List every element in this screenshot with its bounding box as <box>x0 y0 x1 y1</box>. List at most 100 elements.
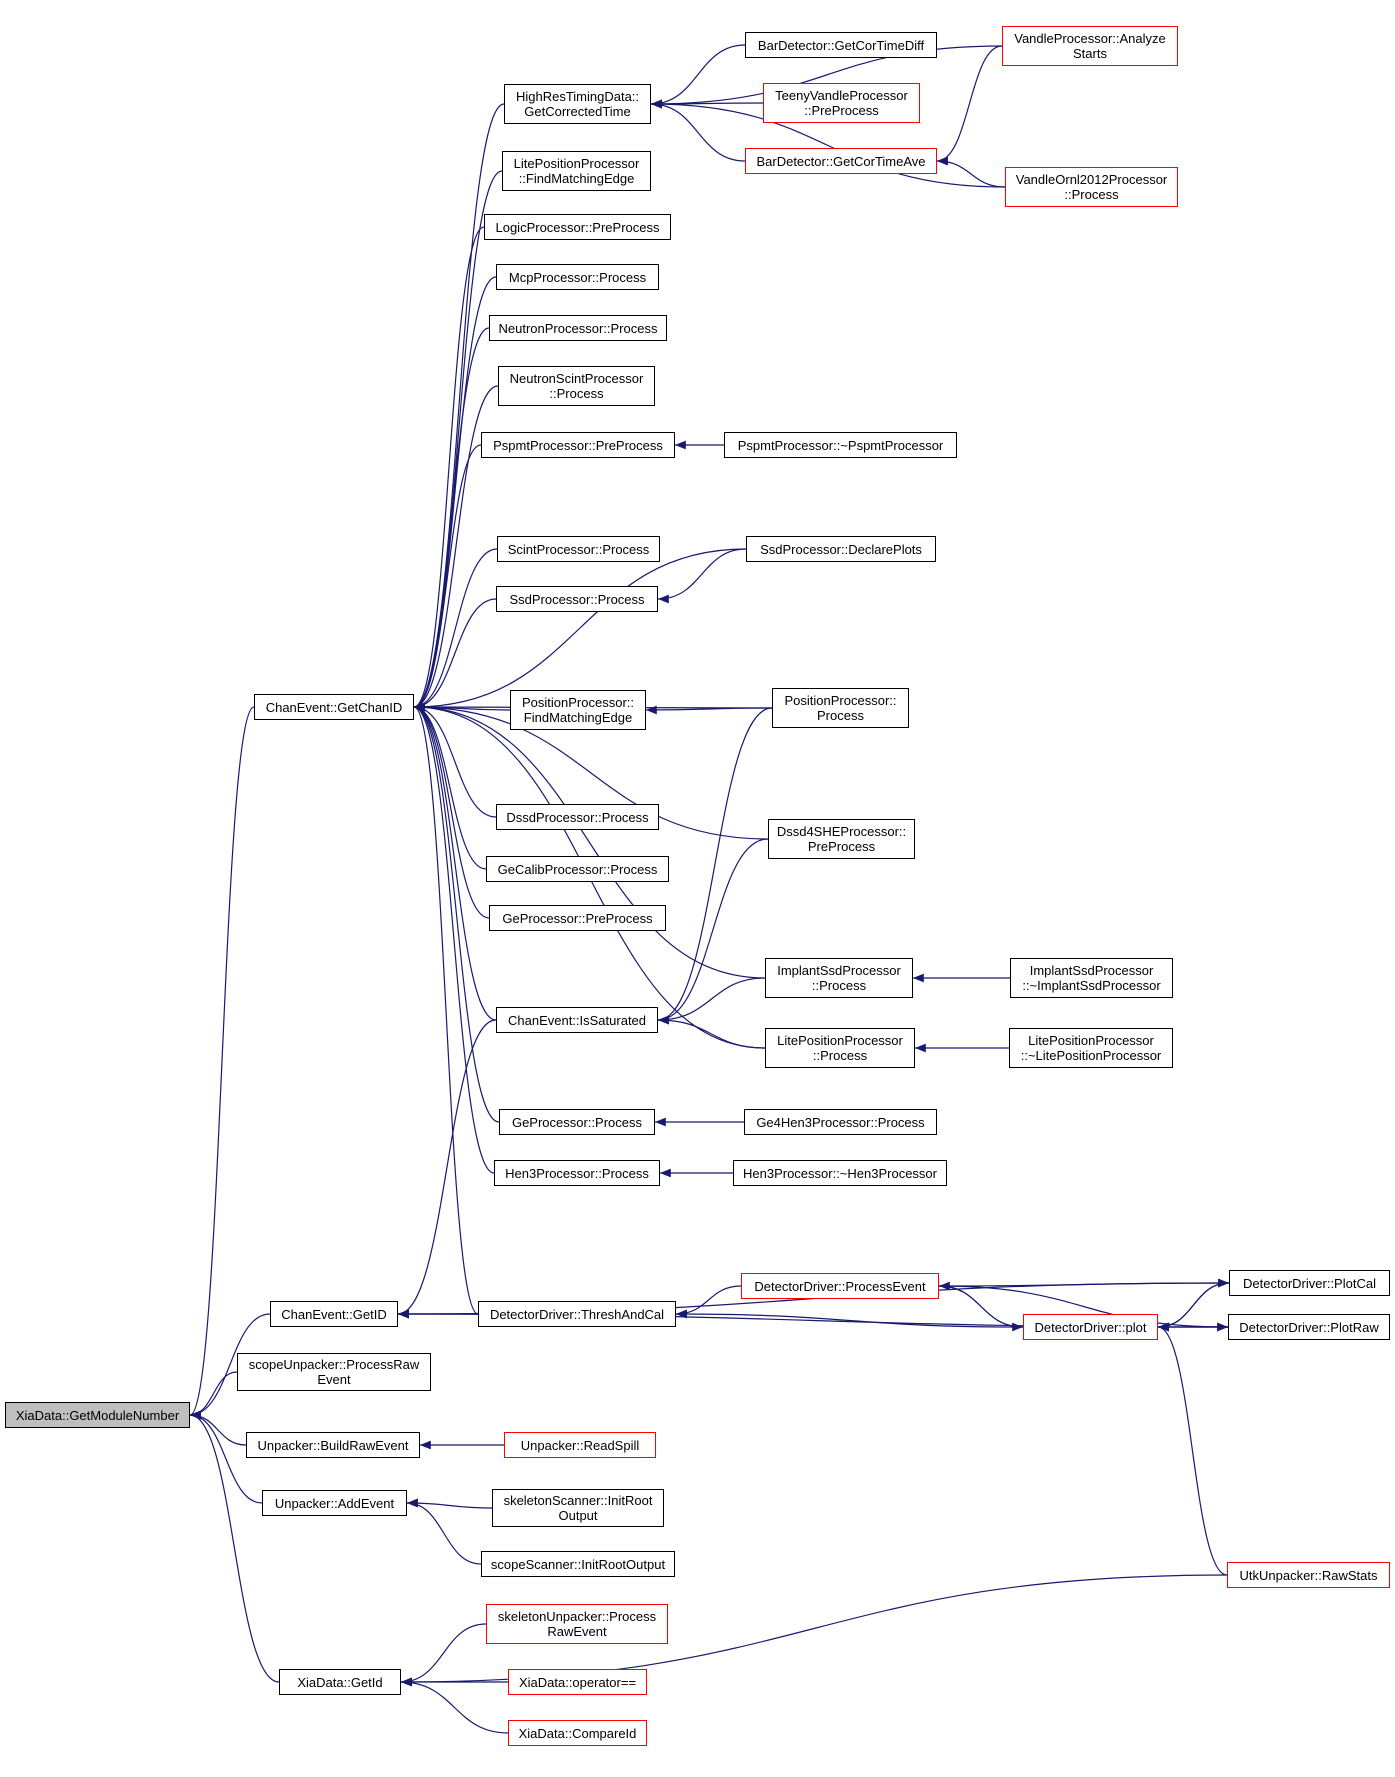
node-label-line: skeletonScanner::InitRoot <box>503 1493 653 1508</box>
node-ce-gid[interactable]: ChanEvent::GetID <box>270 1301 398 1327</box>
node-up-ae[interactable]: Unpacker::AddEvent <box>262 1490 407 1516</box>
node-dd-praw[interactable]: DetectorDriver::PlotRaw <box>1228 1314 1390 1340</box>
node-ge-pp[interactable]: GeProcessor::PreProcess <box>489 905 666 931</box>
node-label-line: PspmtProcessor::PreProcess <box>493 437 663 453</box>
edge-vo-p-to-hrtd <box>650 99 1006 188</box>
node-scint-p[interactable]: ScintProcessor::Process <box>497 536 660 562</box>
node-mcp-p[interactable]: McpProcessor::Process <box>496 264 659 290</box>
node-label-line: DetectorDriver::PlotRaw <box>1239 1319 1379 1335</box>
edge-pp-p-to-pp-fme <box>645 705 773 715</box>
node-isp-d[interactable]: ImplantSsdProcessor::~ImplantSsdProcesso… <box>1010 958 1173 998</box>
edge-isp-p-to-ce-is <box>657 977 766 1025</box>
node-lpp-p[interactable]: LitePositionProcessor::Process <box>765 1028 915 1068</box>
node-label-line: Starts <box>1073 46 1107 61</box>
node-hrtd[interactable]: HighResTimingData::GetCorrectedTime <box>504 84 651 124</box>
node-label-line: Output <box>558 1508 598 1523</box>
node-label-line: ImplantSsdProcessor <box>777 963 901 978</box>
edge-xd-gid-to-xd-gmn <box>189 1410 280 1683</box>
edge-ce-gid-to-xd-gmn <box>189 1313 271 1420</box>
node-label-line: DssdProcessor::Process <box>506 809 649 825</box>
edge-dd-tac-to-ce-gcid <box>413 702 479 1315</box>
edge-sks-iro-to-up-ae <box>406 1498 493 1509</box>
node-ssd-dp[interactable]: SsdProcessor::DeclarePlots <box>746 536 936 562</box>
node-label-line: PositionProcessor:: <box>784 693 897 708</box>
node-isp-p[interactable]: ImplantSsdProcessor::Process <box>765 958 913 998</box>
node-label-line: Ge4Hen3Processor::Process <box>756 1114 925 1130</box>
node-lpp-d[interactable]: LitePositionProcessor::~LitePositionProc… <box>1009 1028 1173 1068</box>
node-xd-gid[interactable]: XiaData::GetId <box>279 1669 401 1695</box>
node-hen3-d[interactable]: Hen3Processor::~Hen3Processor <box>733 1160 947 1186</box>
node-label-line: PositionProcessor:: <box>522 695 634 710</box>
node-xd-cid[interactable]: XiaData::CompareId <box>508 1720 647 1746</box>
node-dssd-p[interactable]: DssdProcessor::Process <box>496 804 659 830</box>
node-hen3-p[interactable]: Hen3Processor::Process <box>494 1160 660 1186</box>
edge-ssd-dp-to-ce-gcid <box>413 548 747 712</box>
node-vo-p[interactable]: VandleOrnl2012Processor::Process <box>1005 167 1178 207</box>
node-pspmt-pp[interactable]: PspmtProcessor::PreProcess <box>481 432 675 458</box>
node-nsp-p[interactable]: NeutronScintProcessor::Process <box>498 366 655 406</box>
node-ce-is[interactable]: ChanEvent::IsSaturated <box>496 1007 658 1033</box>
node-dd-pcal[interactable]: DetectorDriver::PlotCal <box>1229 1270 1390 1296</box>
edge-up-ae-to-xd-gmn <box>189 1410 263 1504</box>
node-up-rs[interactable]: Unpacker::ReadSpill <box>504 1432 656 1458</box>
node-label-line: ::~LitePositionProcessor <box>1020 1048 1162 1063</box>
edge-lpp-p-to-ce-is <box>657 1015 766 1049</box>
node-label-line: LitePositionProcessor <box>777 1033 903 1048</box>
node-lpp-fme[interactable]: LitePositionProcessor::FindMatchingEdge <box>502 151 651 191</box>
node-utk-rs[interactable]: UtkUnpacker::RawStats <box>1227 1562 1390 1588</box>
node-dd-plot[interactable]: DetectorDriver::plot <box>1023 1314 1158 1340</box>
node-ssd-p[interactable]: SsdProcessor::Process <box>496 586 658 612</box>
node-bd-gcta[interactable]: BarDetector::GetCorTimeAve <box>745 148 937 174</box>
node-label-line: Dssd4SHEProcessor:: <box>776 824 907 839</box>
edge-neut-p-to-ce-gcid <box>413 327 490 712</box>
node-ge-p[interactable]: GeProcessor::Process <box>499 1109 655 1135</box>
edge-dd-plot-to-dd-tac <box>675 1309 1024 1328</box>
node-label-line: skeletonUnpacker::Process <box>497 1609 657 1624</box>
edge-utk-rs-to-dd-plot <box>1157 1322 1228 1576</box>
edge-xd-cid-to-xd-gid <box>400 1677 509 1734</box>
node-neut-p[interactable]: NeutronProcessor::Process <box>489 315 667 341</box>
edge-ce-is-to-ce-gid <box>397 1019 497 1319</box>
node-dssd4-pp[interactable]: Dssd4SHEProcessor::PreProcess <box>768 819 915 859</box>
edge-pp-p-to-ce-is <box>657 707 773 1025</box>
node-gecal-p[interactable]: GeCalibProcessor::Process <box>486 856 669 882</box>
node-label-line: VandleOrnl2012Processor <box>1015 172 1168 187</box>
node-bd-gctd[interactable]: BarDetector::GetCorTimeDiff <box>745 32 937 58</box>
edge-logic-pp-to-ce-gcid <box>413 226 485 712</box>
edge-vo-p-to-bd-gcta <box>936 156 1006 188</box>
node-pspmt-d[interactable]: PspmtProcessor::~PspmtProcessor <box>724 432 957 458</box>
node-xd-opeq[interactable]: XiaData::operator== <box>508 1669 647 1695</box>
node-label-line: Event <box>317 1372 351 1387</box>
node-label-line: ChanEvent::GetID <box>281 1306 387 1322</box>
node-label-line: XiaData::GetModuleNumber <box>15 1407 180 1423</box>
node-ss-iro[interactable]: scopeScanner::InitRootOutput <box>481 1551 675 1577</box>
node-logic-pp[interactable]: LogicProcessor::PreProcess <box>484 214 671 240</box>
node-dd-tac[interactable]: DetectorDriver::ThreshAndCal <box>478 1301 676 1327</box>
node-tvp-pp[interactable]: TeenyVandleProcessor::PreProcess <box>763 83 920 123</box>
edge-hen3-p-to-ce-gcid <box>413 702 495 1174</box>
edge-mcp-p-to-ce-gcid <box>413 276 497 712</box>
node-g4h-p[interactable]: Ge4Hen3Processor::Process <box>744 1109 937 1135</box>
edge-dssd-p-to-ce-gcid <box>413 702 497 818</box>
node-label-line: Hen3Processor::~Hen3Processor <box>742 1165 937 1181</box>
node-label-line: ::Process <box>811 978 867 993</box>
node-up-bre[interactable]: Unpacker::BuildRawEvent <box>246 1432 420 1458</box>
node-pp-p[interactable]: PositionProcessor::Process <box>772 688 909 728</box>
edge-gecal-p-to-ce-gcid <box>413 702 487 870</box>
node-ce-gcid[interactable]: ChanEvent::GetChanID <box>254 694 414 720</box>
node-label-line: GetCorrectedTime <box>524 104 631 119</box>
edge-dd-pe-to-dd-praw <box>938 1285 1229 1332</box>
node-xd-gmn: XiaData::GetModuleNumber <box>5 1402 190 1428</box>
node-label-line: LitePositionProcessor <box>1028 1033 1154 1048</box>
node-dd-pe[interactable]: DetectorDriver::ProcessEvent <box>741 1273 939 1299</box>
node-pp-fme[interactable]: PositionProcessor::FindMatchingEdge <box>510 690 646 730</box>
node-label-line: Unpacker::AddEvent <box>274 1495 395 1511</box>
node-label-line: ScintProcessor::Process <box>507 541 650 557</box>
node-label-line: BarDetector::GetCorTimeDiff <box>757 37 925 53</box>
node-label-line: scopeScanner::InitRootOutput <box>490 1556 666 1572</box>
edge-dd-pe-to-dd-tac <box>675 1285 742 1319</box>
